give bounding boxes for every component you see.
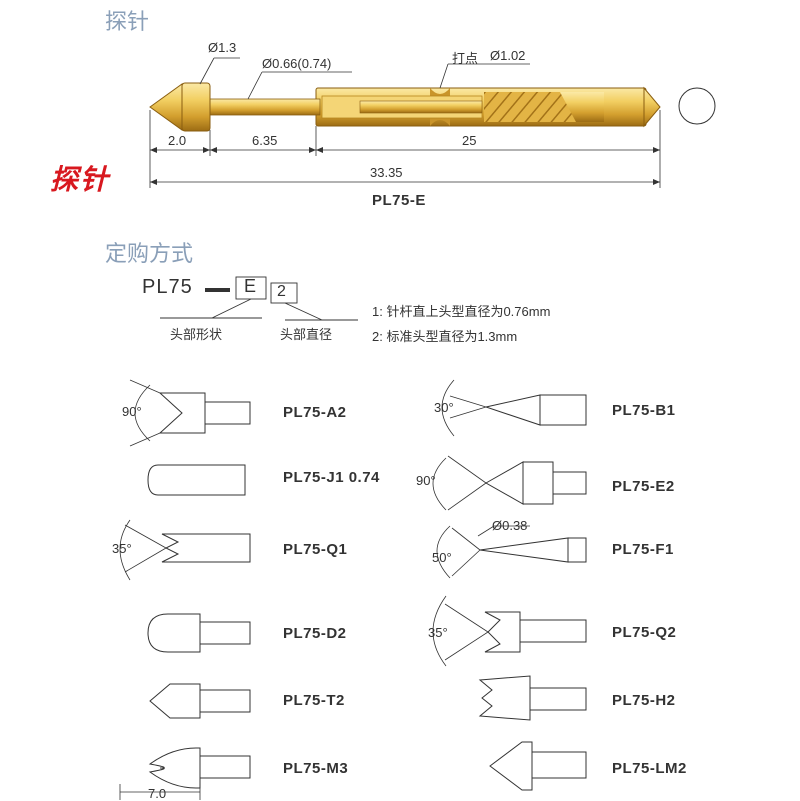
section-title-probe: 探针 bbox=[105, 10, 150, 35]
model-f1: PL75-F1 bbox=[612, 541, 674, 558]
tip-t2 bbox=[149, 683, 201, 719]
tip-a2 bbox=[158, 392, 206, 434]
model-b1: PL75-B1 bbox=[612, 402, 676, 419]
tip-lm2 bbox=[489, 741, 533, 791]
dim-dot-label: 打点 bbox=[452, 51, 479, 66]
order-code-1: E bbox=[244, 276, 257, 296]
dim-length-barrel: 25 bbox=[462, 133, 477, 148]
model-q2: PL75-Q2 bbox=[612, 624, 677, 641]
label-head-shape: 头部形状 bbox=[170, 327, 223, 342]
tip-b1 bbox=[484, 394, 541, 426]
section-title-ordering: 定购方式 bbox=[105, 242, 194, 267]
angle-a2: 90° bbox=[122, 404, 142, 419]
model-a2: PL75-A2 bbox=[283, 404, 347, 421]
angle-f1: 50° bbox=[432, 550, 452, 565]
tip-f1 bbox=[479, 537, 569, 563]
probe-tip bbox=[149, 83, 183, 131]
main-probe-model: PL75-E bbox=[372, 192, 426, 209]
order-prefix: PL75 bbox=[142, 276, 193, 298]
label-head-diameter: 头部直径 bbox=[280, 327, 333, 342]
model-t2: PL75-T2 bbox=[283, 692, 345, 709]
tip-m3 bbox=[148, 747, 201, 789]
order-note-2: 2: 标准头型直径为1.3mm bbox=[372, 329, 518, 344]
order-code-2: 2 bbox=[277, 283, 286, 300]
model-q1: PL75-Q1 bbox=[283, 541, 348, 558]
probe-head bbox=[181, 82, 211, 132]
tip-d2 bbox=[147, 613, 201, 653]
model-e2: PL75-E2 bbox=[612, 478, 675, 495]
probe-end-view bbox=[678, 87, 716, 125]
model-j1: PL75-J1 0.74 bbox=[283, 469, 380, 486]
dim-length-head: 2.0 bbox=[168, 133, 187, 148]
probe-plunger bbox=[207, 98, 321, 116]
dim-dot-diameter: Ø1.02 bbox=[490, 48, 526, 63]
tip-q1 bbox=[161, 533, 251, 563]
red-title-probe: 探针 bbox=[50, 163, 111, 196]
probe-spring-cut bbox=[560, 92, 604, 122]
probe-inner-plunger bbox=[359, 100, 483, 114]
angle-q2: 35° bbox=[428, 625, 448, 640]
dim-length-plunger: 6.35 bbox=[252, 133, 278, 148]
tip-j1 bbox=[147, 464, 246, 496]
dim-m3: 7.0 bbox=[148, 786, 167, 801]
dim-length-total: 33.35 bbox=[370, 165, 403, 180]
model-d2: PL75-D2 bbox=[283, 625, 347, 642]
angle-q1: 35° bbox=[112, 541, 132, 556]
model-m3: PL75-M3 bbox=[283, 760, 349, 777]
dim-head-diameter: Ø1.3 bbox=[208, 40, 237, 55]
probe-tail bbox=[643, 86, 661, 128]
dia-f1: Ø0.38 bbox=[492, 518, 528, 533]
dim-shaft-diameter: Ø0.66(0.74) bbox=[262, 56, 332, 71]
tip-h2 bbox=[478, 675, 531, 721]
angle-b1: 30° bbox=[434, 400, 454, 415]
model-lm2: PL75-LM2 bbox=[612, 760, 687, 777]
model-h2: PL75-H2 bbox=[612, 692, 676, 709]
code-box-2 bbox=[270, 282, 298, 304]
order-note-1: 1: 针杆直上头型直径为0.76mm bbox=[372, 304, 551, 319]
tip-q2 bbox=[484, 611, 521, 653]
tip-e2 bbox=[484, 461, 524, 505]
angle-e2: 90° bbox=[416, 473, 436, 488]
